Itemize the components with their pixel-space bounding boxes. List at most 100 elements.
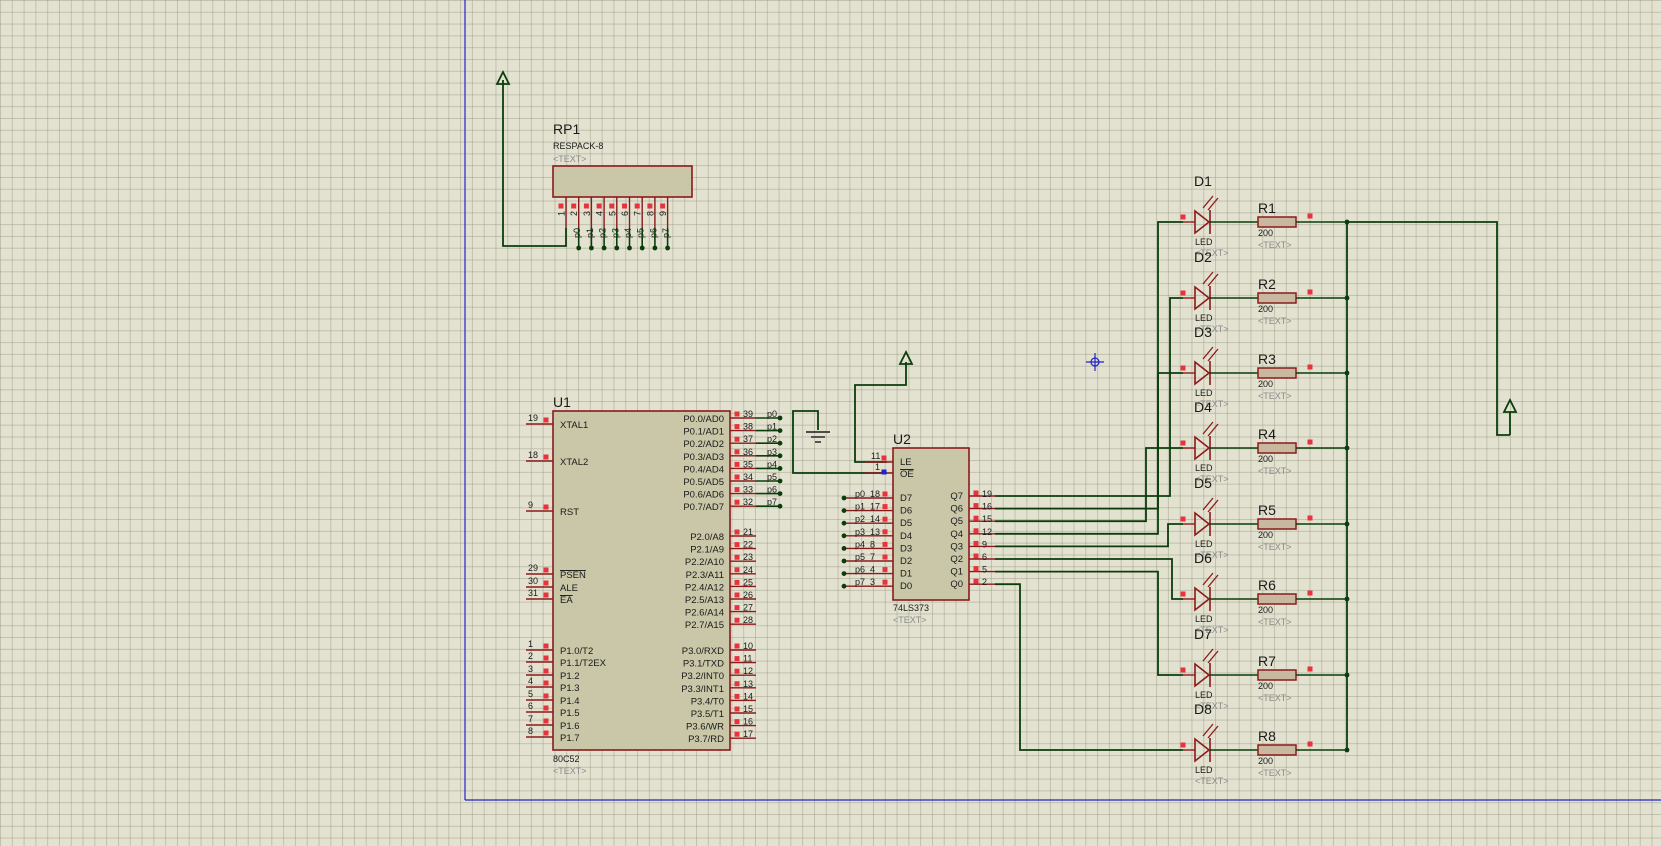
u2-input-net-label: p5 bbox=[855, 552, 865, 562]
u1-right-pin-marker bbox=[734, 592, 740, 598]
resistor-body[interactable] bbox=[1257, 593, 1297, 605]
resistor-body[interactable] bbox=[1257, 744, 1297, 756]
u1-left-pin-name: RST bbox=[560, 507, 579, 518]
u1-net-junction bbox=[777, 466, 783, 471]
u1-right-pin-name: P3.4/T0 bbox=[691, 696, 724, 707]
u2-oe-pin-number: 1 bbox=[875, 462, 880, 472]
u1-right-pin-name: P3.2/INT0 bbox=[681, 671, 724, 682]
rp1-net-label: p3 bbox=[610, 228, 620, 238]
u1-left-pin-number: 5 bbox=[528, 689, 533, 699]
u2-input-pin-name: D7 bbox=[900, 493, 912, 504]
resistor-text-placeholder: <TEXT> bbox=[1258, 466, 1292, 476]
bus-junction bbox=[1344, 747, 1350, 753]
rp1-pin-number: 6 bbox=[620, 211, 630, 216]
u2-output-pin-number: 6 bbox=[982, 552, 987, 562]
resistor-body[interactable] bbox=[1257, 442, 1297, 454]
led-triangle[interactable] bbox=[1194, 662, 1211, 688]
u1-right-pin-marker bbox=[734, 461, 740, 467]
u1-right-pin-marker bbox=[734, 605, 740, 611]
led-triangle[interactable] bbox=[1194, 737, 1211, 763]
rp1-ref: RP1 bbox=[553, 121, 580, 137]
u2-input-net-label: p7 bbox=[855, 577, 865, 587]
led-arrow bbox=[1202, 723, 1214, 737]
rp1-net-junction bbox=[589, 245, 594, 251]
bus-junction bbox=[1344, 295, 1350, 301]
led-arrow bbox=[1207, 348, 1219, 362]
resistor-body[interactable] bbox=[1257, 216, 1297, 228]
u1-right-pin-name: P0.6/AD6 bbox=[683, 490, 724, 501]
rp1-body[interactable] bbox=[552, 165, 693, 198]
led-ref: D2 bbox=[1194, 249, 1212, 265]
led-triangle[interactable] bbox=[1194, 435, 1211, 461]
resistor-body[interactable] bbox=[1257, 367, 1297, 379]
u1-net-junction bbox=[777, 415, 783, 421]
led-triangle[interactable] bbox=[1194, 285, 1211, 311]
u2-text-placeholder: <TEXT> bbox=[893, 615, 927, 625]
u1-right-pin-name: P3.1/TXD bbox=[683, 659, 724, 670]
u2-output-pin-marker bbox=[973, 528, 979, 534]
u2-body[interactable] bbox=[892, 447, 970, 601]
u1-left-pin-number: 6 bbox=[528, 701, 533, 711]
u1-left-pin-name: PSEN bbox=[560, 570, 586, 581]
u1-left-pin-marker bbox=[543, 693, 549, 699]
rp1-pin-number: 3 bbox=[582, 211, 592, 216]
led-triangle[interactable] bbox=[1194, 586, 1211, 612]
u1-right-pin-number: 34 bbox=[743, 472, 753, 482]
u2-output-pin-marker bbox=[973, 503, 979, 509]
u2-output-pin-number: 12 bbox=[982, 527, 992, 537]
u1-left-pin-number: 9 bbox=[528, 500, 533, 510]
u1-right-pin-marker bbox=[734, 579, 740, 585]
resistor-body[interactable] bbox=[1257, 669, 1297, 681]
resistor-text-placeholder: <TEXT> bbox=[1258, 542, 1292, 552]
led-value: LED bbox=[1195, 237, 1213, 247]
u1-right-pin-number: 13 bbox=[743, 679, 753, 689]
u1-right-pin-marker bbox=[734, 542, 740, 548]
u1-net-label: p3 bbox=[767, 447, 777, 457]
u1-left-pin-marker bbox=[543, 718, 549, 724]
u1-left-pin-marker bbox=[543, 504, 549, 510]
u1-right-pin-marker bbox=[734, 693, 740, 699]
u1-right-pin-marker bbox=[734, 554, 740, 560]
u1-right-pin-marker bbox=[734, 449, 740, 455]
u2-input-pin-number: 3 bbox=[870, 577, 875, 587]
u1-left-pin-marker bbox=[543, 580, 549, 586]
ground-symbol bbox=[806, 431, 830, 443]
u1-right-pin-number: 17 bbox=[743, 729, 753, 739]
u1-left-pin-marker bbox=[543, 680, 549, 686]
u2-input-junction bbox=[841, 495, 847, 501]
u1-right-pin-number: 15 bbox=[743, 704, 753, 714]
u1-left-pin-number: 30 bbox=[528, 576, 538, 586]
rp1-pin-marker bbox=[571, 203, 577, 209]
u1-right-pin-name: P2.1/A9 bbox=[690, 545, 724, 556]
u1-right-pin-name: P2.7/A15 bbox=[685, 620, 724, 631]
led-triangle[interactable] bbox=[1194, 360, 1211, 386]
resistor-pin-marker bbox=[1307, 741, 1313, 747]
u2-input-net-label: p1 bbox=[855, 502, 865, 512]
led-text-placeholder: <TEXT> bbox=[1195, 776, 1229, 786]
resistor-body[interactable] bbox=[1257, 292, 1297, 304]
u1-right-pin-number: 10 bbox=[743, 641, 753, 651]
resistor-text-placeholder: <TEXT> bbox=[1258, 316, 1292, 326]
u1-right-pin-name: P0.3/AD3 bbox=[683, 452, 724, 463]
bus-junction bbox=[1344, 521, 1350, 527]
led-triangle[interactable] bbox=[1194, 209, 1211, 235]
u1-right-pin-number: 33 bbox=[743, 485, 753, 495]
led-value: LED bbox=[1195, 539, 1213, 549]
led-value: LED bbox=[1195, 313, 1213, 323]
rp1-pin-number: 9 bbox=[658, 211, 668, 216]
u2-le-pin-marker bbox=[881, 455, 887, 461]
u1-net-junction bbox=[777, 440, 783, 446]
u2-input-pin-name: D1 bbox=[900, 569, 912, 580]
u1-right-pin-number: 39 bbox=[743, 409, 753, 419]
u1-body[interactable] bbox=[552, 410, 731, 751]
u2-le-pin-number: 11 bbox=[871, 451, 880, 461]
resistor-body[interactable] bbox=[1257, 518, 1297, 530]
u1-right-pin-number: 11 bbox=[743, 654, 752, 664]
u1-left-pin-number: 8 bbox=[528, 726, 533, 736]
led-triangle[interactable] bbox=[1194, 511, 1211, 537]
u2-to-led-wire bbox=[995, 523, 1183, 548]
rp1-pin-number: 4 bbox=[595, 211, 605, 216]
led-text-placeholder: <TEXT> bbox=[1195, 399, 1229, 409]
